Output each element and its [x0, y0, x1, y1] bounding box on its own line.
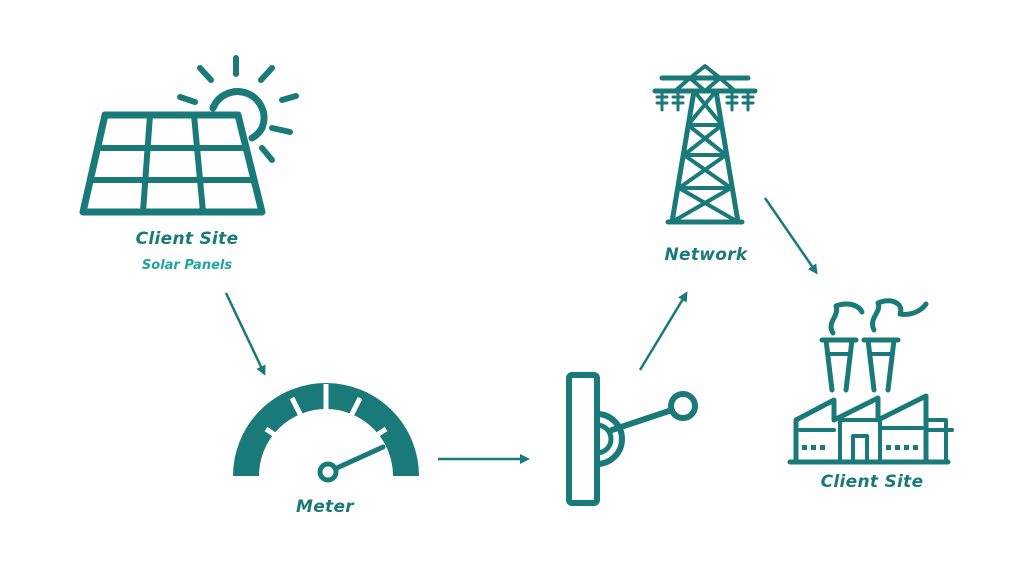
meter-gauge-icon — [233, 383, 419, 483]
solar-site-label: Client Site — [135, 229, 239, 249]
arrow-switch-to-network — [638, 291, 688, 371]
transmission-tower-icon — [652, 64, 758, 225]
solar-panel-icon — [79, 55, 299, 216]
meter-label: Meter — [296, 497, 354, 517]
factory-site-label: Client Site — [820, 472, 924, 492]
solar-site-sublabel: Solar Panels — [141, 258, 233, 273]
factory-icon — [787, 298, 954, 465]
arrow-network-to-factory — [763, 197, 818, 275]
network-label: Network — [664, 245, 748, 265]
lever-switch-icon — [566, 372, 698, 506]
arrow-solar-to-meter — [224, 292, 266, 376]
